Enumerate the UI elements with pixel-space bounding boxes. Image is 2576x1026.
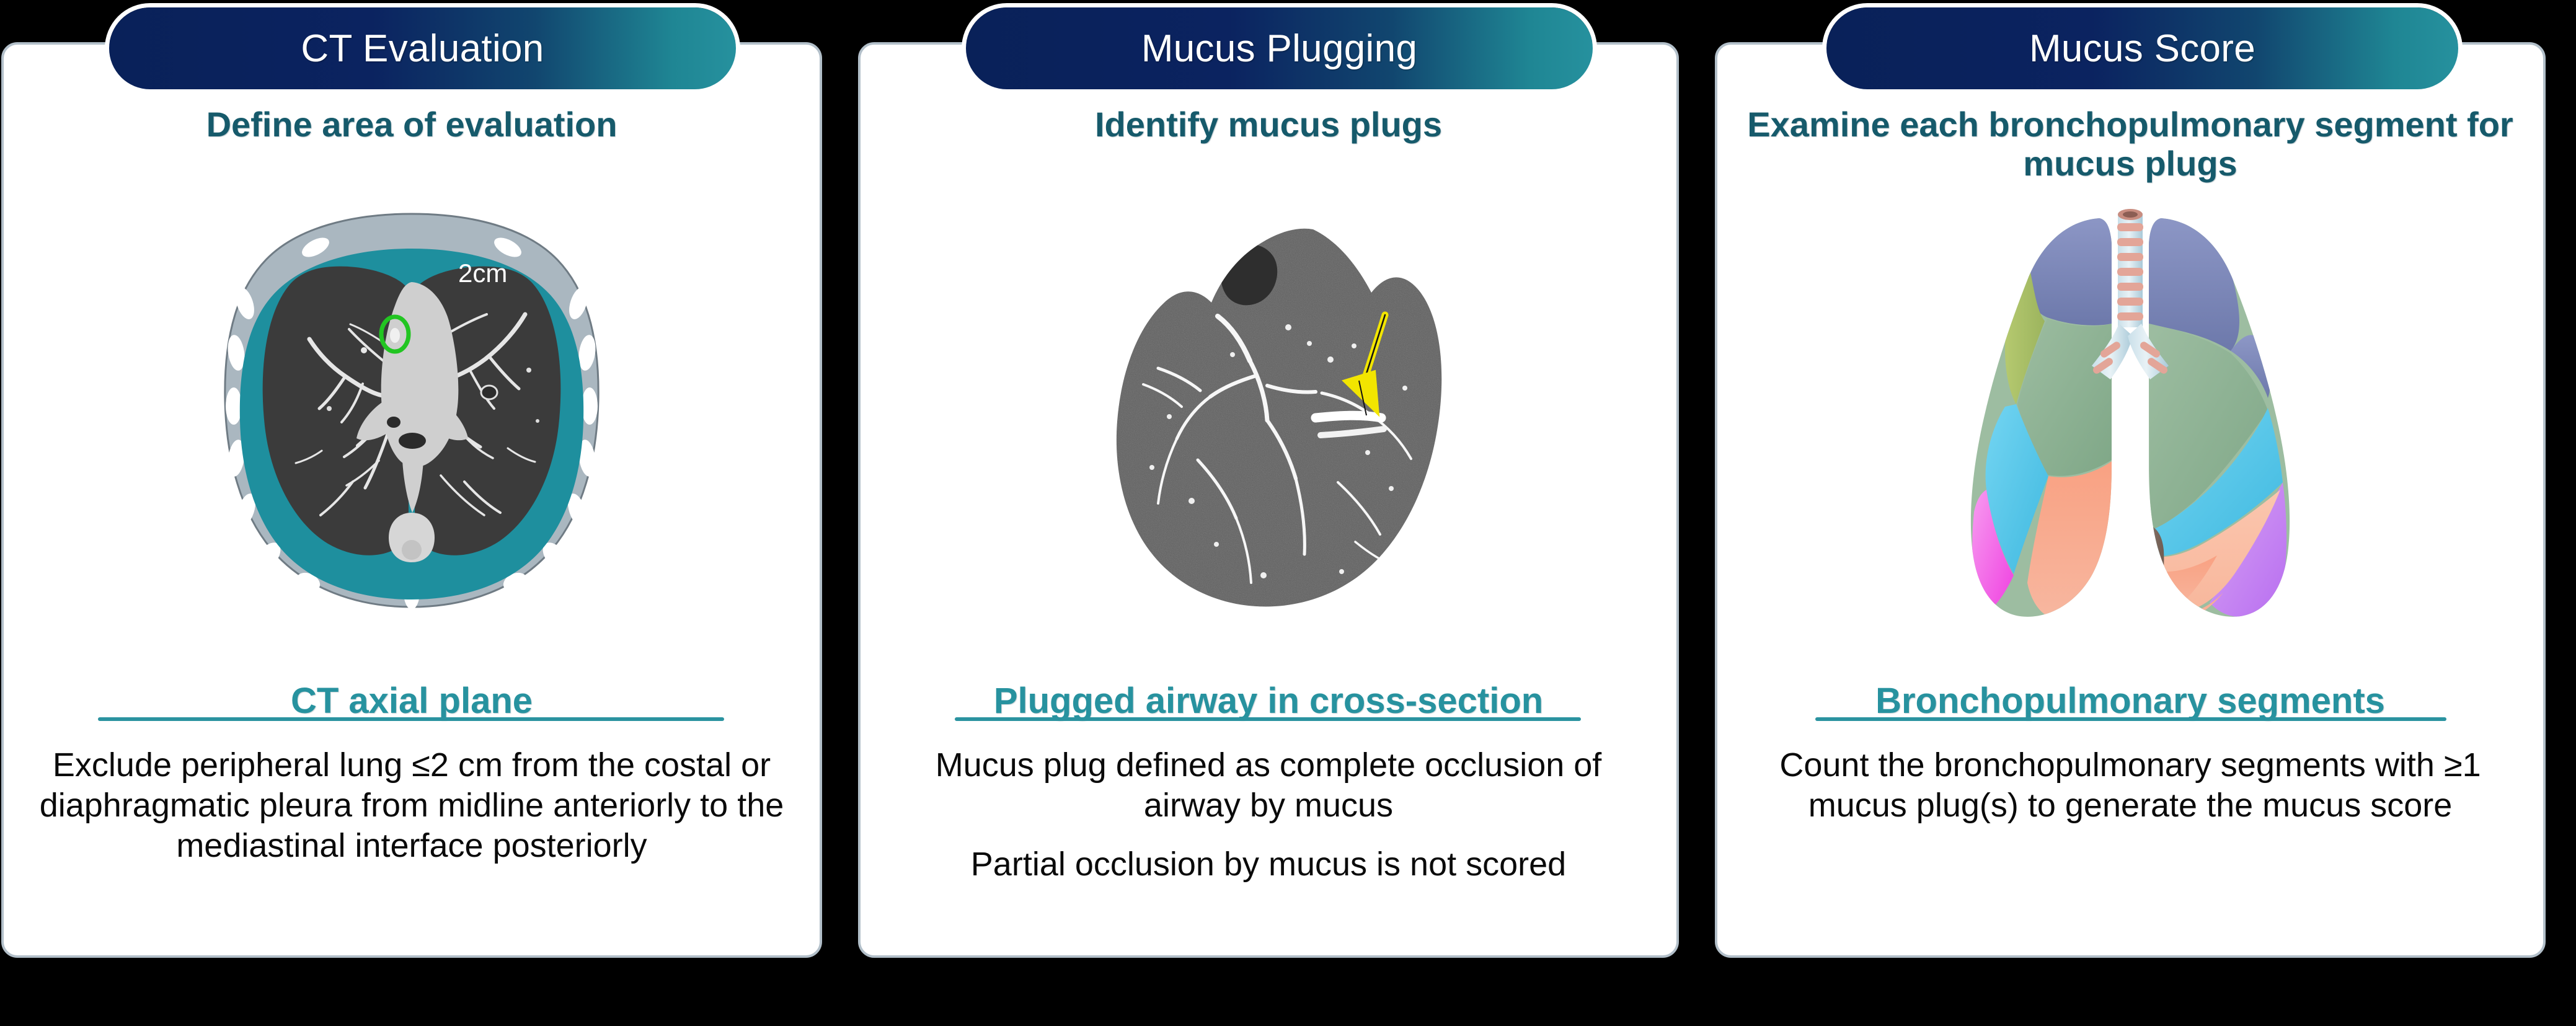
panel-caption: Bronchopulmonary segments [1875,681,2385,721]
caption-divider [955,717,1581,721]
segment-magenta [1972,490,2014,616]
lung-parenchyma [1116,228,1442,607]
ct-axial-image: 2cm [198,190,626,624]
panel-body: Count the bronchopulmonary segments with… [1717,745,2543,826]
trachea-and-bronchi [2092,209,2169,379]
left-lung-segments [1970,218,2112,617]
distance-label: 2cm [458,259,507,288]
body-paragraph: Partial occlusion by mucus is not scored [970,845,1567,883]
segment-green [2017,319,2112,476]
segment-green [2149,324,2268,531]
mucus-plug-arrow [1342,311,1389,417]
bronchopulmonary-segments-figure [1717,200,2543,627]
panel-header-label: Mucus Score [2029,27,2256,70]
panel-caption: CT axial plane [290,681,533,721]
ct-axial-figure: 2cm [4,190,820,624]
panel-mucus-score: Mucus Score Examine each bronchopulmonar… [1715,7,2546,958]
right-lung-segments [2149,218,2290,617]
panel-body: Mucus plug defined as complete occlusion… [861,745,1676,884]
panel-caption: Plugged airway in cross-section [993,681,1544,721]
panel-subtitle: Identify mucus plugs [1094,105,1443,144]
segment-cyan [2150,408,2283,557]
panel-ct-evaluation: CT Evaluation Define area of evaluation [1,7,822,958]
ct-cross-section-figure [861,200,1676,621]
vertebral-body [389,513,435,562]
panel-header-pill-mucus-plugging: Mucus Plugging [966,7,1593,89]
trachea-lumen [399,433,426,449]
panel-header-label: Mucus Plugging [1141,27,1418,70]
panel-header-pill-ct-evaluation: CT Evaluation [109,7,736,89]
panel-header-label: CT Evaluation [301,27,544,70]
segment-cyan [1985,404,2048,574]
segment-apical [2027,218,2112,325]
panel-subtitle: Define area of evaluation [206,105,617,144]
body-paragraph: Exclude peripheral lung ≤2 cm from the c… [39,746,784,864]
lung-segment-diagram [1913,200,2347,627]
segment-brown [2149,526,2164,614]
panel-body: Exclude peripheral lung ≤2 cm from the c… [4,745,820,865]
panel-header-pill-mucus-score: Mucus Score [1826,7,2458,89]
caption-divider [98,717,724,721]
panel-subtitle: Examine each bronchopulmonary segment fo… [1747,105,2513,183]
mucus-plug-highlight [379,314,411,354]
panel-mucus-plugging: Mucus Plugging Identify mucus plugs [858,7,1679,958]
mucus-plugged-airway [1311,410,1386,423]
body-paragraph: Count the bronchopulmonary segments with… [1779,746,2481,824]
caption-divider [1815,717,2446,721]
ct-lung-image [1070,200,1467,621]
segment-salmon [2150,573,2223,617]
body-paragraph: Mucus plug defined as complete occlusion… [935,746,1602,824]
